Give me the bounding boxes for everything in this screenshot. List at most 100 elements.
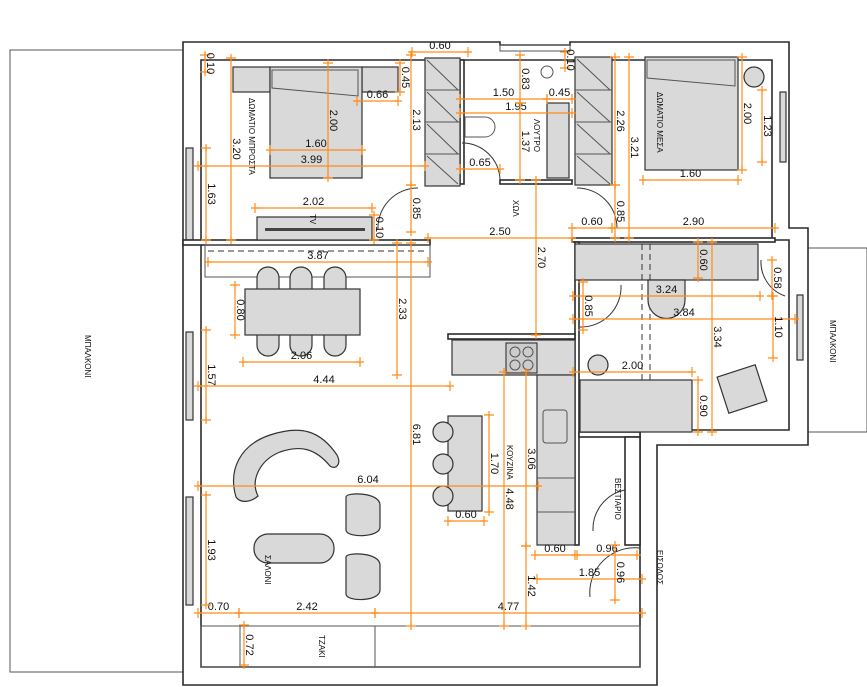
dimension-tick	[624, 53, 634, 61]
dimension: 1.93	[201, 491, 217, 609]
dimension-tick	[531, 176, 541, 184]
dimension-tick	[707, 428, 717, 436]
dimension: 0.60	[531, 543, 579, 560]
doors	[377, 142, 786, 598]
dimension: 2.00	[569, 360, 696, 377]
dimension: 4.77	[371, 601, 646, 618]
dimension-label: 3.87	[307, 250, 328, 262]
dimension-tick	[610, 541, 620, 549]
bathroom-sink	[546, 102, 570, 179]
dimension-tick	[356, 357, 364, 367]
dimension-tick	[693, 428, 703, 436]
dimension-label: 1.85	[579, 567, 600, 579]
dimension-label: 0.45	[549, 87, 570, 99]
window	[185, 331, 194, 421]
dimension: 3.06	[521, 368, 537, 550]
dimension-label: 3.06	[525, 448, 537, 469]
wardrobe	[424, 57, 461, 187]
dimension-tick	[568, 233, 576, 243]
dimension: 3.84	[569, 307, 799, 324]
fireplace-dividers	[239, 626, 376, 667]
dimension-tick	[569, 314, 577, 324]
dimension-tick	[368, 203, 376, 213]
dimension-tick	[573, 550, 581, 560]
dimension: 0.45	[543, 87, 576, 104]
dimension: 2.26	[610, 53, 626, 189]
dimension-tick	[456, 164, 464, 174]
dimension: 2.50	[424, 226, 576, 243]
dimension: 0.60	[444, 509, 488, 526]
dimension-tick	[757, 86, 767, 94]
room-label-front-bedroom: ΔΩΜΑΤΙΟ ΜΠΡΟΣΤΑ	[247, 98, 256, 176]
dimension-tick	[201, 326, 211, 334]
nightstand	[232, 66, 271, 93]
dimension-tick	[194, 161, 202, 171]
dimension-tick	[569, 367, 577, 377]
dimension-tick	[371, 608, 379, 618]
dimension-tick	[624, 234, 634, 242]
dimension: 3.20	[226, 54, 242, 244]
dimension: 2.02	[251, 196, 376, 213]
dimension: 1.10	[768, 292, 784, 362]
bed-single	[579, 379, 693, 433]
counter-dashed	[204, 244, 431, 278]
dimension-label: 1.63	[205, 183, 217, 204]
dimension-tick	[578, 326, 588, 334]
dimension: 3.99	[194, 154, 429, 171]
dimension-label: 2.50	[489, 226, 510, 238]
dimension: 4.44	[194, 374, 454, 391]
dimension-tick	[194, 608, 202, 618]
dimension-tick	[406, 239, 416, 247]
nightstand-round	[743, 66, 765, 88]
dimension-label: 2.00	[741, 103, 753, 124]
dimension-tick	[424, 233, 432, 243]
dimension-tick	[568, 108, 576, 118]
dimension-tick	[239, 661, 249, 669]
dimension-tick	[353, 96, 361, 106]
dimension: 0.85	[610, 181, 626, 242]
dimension-tick	[406, 228, 416, 236]
dimension-tick	[534, 481, 542, 491]
dimension-tick	[230, 281, 240, 289]
dimension-label: 0.85	[614, 201, 626, 222]
bar-stool	[432, 485, 454, 507]
dimension: 0.85	[406, 181, 422, 236]
dimension-tick	[734, 175, 742, 185]
dimension-tick	[521, 622, 531, 630]
dimension: 3.21	[624, 53, 640, 242]
dimension-tick	[521, 542, 531, 550]
dimension-label: 6.81	[410, 424, 422, 445]
sofa-curved	[232, 429, 340, 502]
dimension-tick	[201, 236, 211, 244]
dimension-tick	[251, 203, 259, 213]
dimension-label: 2.13	[410, 109, 422, 130]
dimension-label: 0.65	[469, 157, 490, 169]
dimension: 3.34	[707, 238, 723, 436]
dimension-tick	[369, 236, 379, 244]
dimension-label: 1.42	[525, 575, 537, 596]
dimension-tick	[737, 53, 747, 61]
dimension-tick	[406, 622, 416, 630]
dimension-tick	[638, 608, 646, 618]
dimension-tick	[204, 257, 212, 267]
dimension: 0.70	[194, 601, 243, 618]
dimension-tick	[707, 238, 717, 246]
dimension-label: 1.60	[680, 168, 701, 180]
dimension-tick	[421, 161, 429, 171]
dimension-tick	[521, 368, 531, 376]
dimension-tick	[480, 516, 488, 526]
dimension-tick	[230, 331, 240, 339]
room-label-fireplace: ΤΖΑΚΙ	[317, 635, 326, 658]
dimension-tick	[266, 145, 274, 155]
dimension-tick	[395, 88, 405, 96]
dimension-label: 4.77	[498, 601, 519, 613]
dimension-label: 0.80	[234, 299, 246, 320]
dimension: 1.60	[639, 168, 742, 185]
bed-double	[269, 66, 363, 179]
armchair	[345, 493, 381, 537]
dimension-tick	[200, 51, 210, 59]
dimension-label: 1.70	[488, 453, 500, 474]
toilet	[464, 116, 496, 138]
appliance-dividers	[537, 477, 575, 513]
